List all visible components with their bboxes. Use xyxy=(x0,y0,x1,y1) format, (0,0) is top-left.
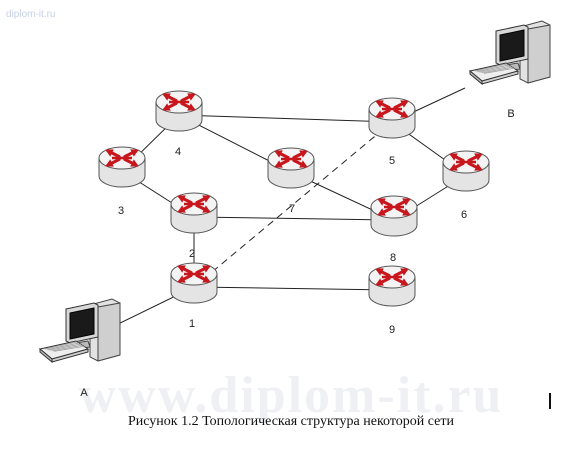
router-8-icon xyxy=(370,195,418,237)
router-2-icon xyxy=(170,192,218,234)
watermark-small: diplom-it.ru xyxy=(6,9,56,20)
computer-A-icon xyxy=(38,298,121,364)
router-5-icon xyxy=(368,97,416,139)
link-4-5 xyxy=(178,114,393,123)
nodes-layer xyxy=(38,20,551,364)
computer-B-label: B xyxy=(507,108,515,120)
router-4-icon xyxy=(155,90,203,132)
router-3-icon xyxy=(98,146,146,188)
computer-A-label: A xyxy=(80,387,88,399)
link-1-9 xyxy=(193,286,393,291)
router-9-label: 9 xyxy=(388,324,396,336)
router-8-label: 8 xyxy=(389,252,397,264)
router-1-label: 1 xyxy=(188,318,196,330)
text-cursor-icon xyxy=(549,393,551,409)
link-1-5 xyxy=(193,121,393,288)
watermark-large: www.diplom-it.ru xyxy=(78,367,504,424)
router-9-icon xyxy=(368,265,416,307)
link-2-8 xyxy=(193,216,395,221)
router-6-icon xyxy=(442,150,490,192)
router-5-label: 5 xyxy=(388,155,396,167)
router-2-label: 2 xyxy=(188,248,196,260)
router-1-icon xyxy=(170,262,218,304)
router-6-label: 6 xyxy=(460,209,468,221)
router-4-label: 4 xyxy=(174,146,182,158)
router-3-label: 3 xyxy=(117,205,125,217)
computer-B-icon xyxy=(468,20,551,86)
router-7-icon xyxy=(267,147,315,189)
figure-caption: Рисунок 1.2 Топологическая структура нек… xyxy=(127,414,455,429)
router-7-label: 7 xyxy=(288,203,296,215)
